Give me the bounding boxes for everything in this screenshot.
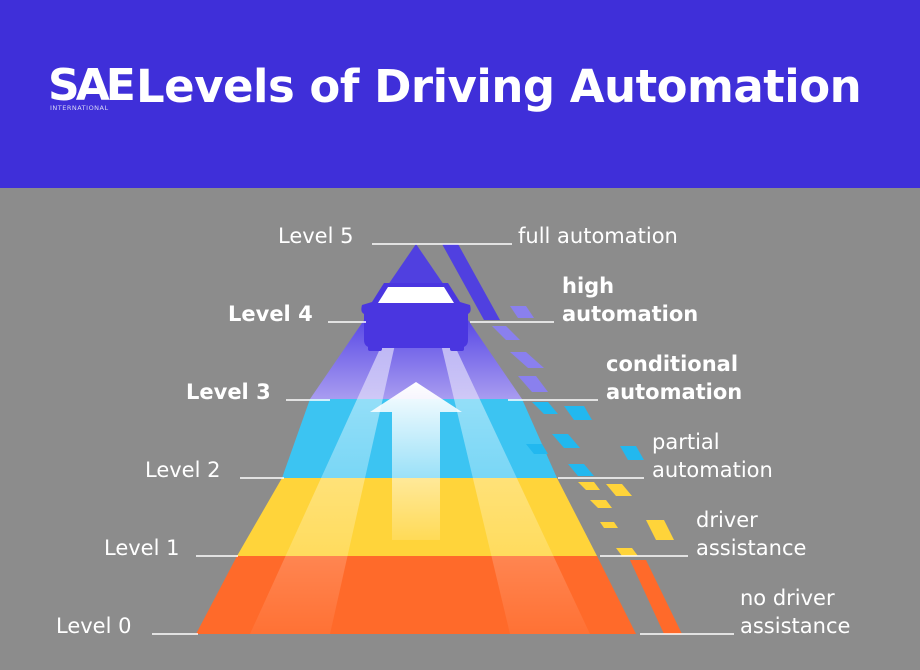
- level-2-description: partial automation: [652, 428, 773, 484]
- level-2-label: Level 2: [145, 458, 221, 482]
- level-1-description: driver assistance: [696, 506, 806, 562]
- level-4-desc-line2: automation: [562, 302, 699, 326]
- level-4-description: high automation: [562, 272, 698, 328]
- page-title: Levels of Driving Automation: [136, 60, 862, 113]
- level-3-description: conditional automation: [606, 350, 742, 406]
- level-4-desc-line1: high: [562, 274, 615, 298]
- logo-subtext: INTERNATIONAL: [50, 104, 109, 112]
- level-0-desc-line1: no driver: [740, 586, 835, 610]
- level-1-desc-line1: driver: [696, 508, 758, 532]
- right-leader-lines: [470, 321, 734, 635]
- header-banner: SAE INTERNATIONAL Levels of Driving Auto…: [0, 0, 920, 188]
- headlight-beam-right: [440, 340, 590, 634]
- level-2-desc-line2: automation: [652, 458, 773, 482]
- level-5-description: full automation: [518, 222, 678, 250]
- level-2-desc-line1: partial: [652, 430, 720, 454]
- sae-logo: SAE INTERNATIONAL: [48, 60, 136, 116]
- level-5-label: Level 5: [278, 224, 354, 248]
- headlight-beam-left: [250, 340, 396, 634]
- car-icon: [361, 283, 471, 351]
- left-leader-lines: [152, 243, 512, 635]
- level-3-label: Level 3: [186, 380, 271, 404]
- side-stripes: [442, 244, 682, 634]
- up-arrow: [370, 382, 462, 540]
- level-3-desc-line1: conditional: [606, 352, 739, 376]
- level-3-desc-line2: automation: [606, 380, 743, 404]
- level-0-description: no driver assistance: [740, 584, 850, 640]
- level-1-desc-line2: assistance: [696, 536, 807, 560]
- level-4-label: Level 4: [228, 302, 313, 326]
- level-0-desc-line2: assistance: [740, 614, 851, 638]
- level-5-desc-line1: full automation: [518, 224, 678, 248]
- level-1-label: Level 1: [104, 536, 180, 560]
- level-0-label: Level 0: [56, 614, 132, 638]
- logo-text: SAE: [48, 60, 136, 111]
